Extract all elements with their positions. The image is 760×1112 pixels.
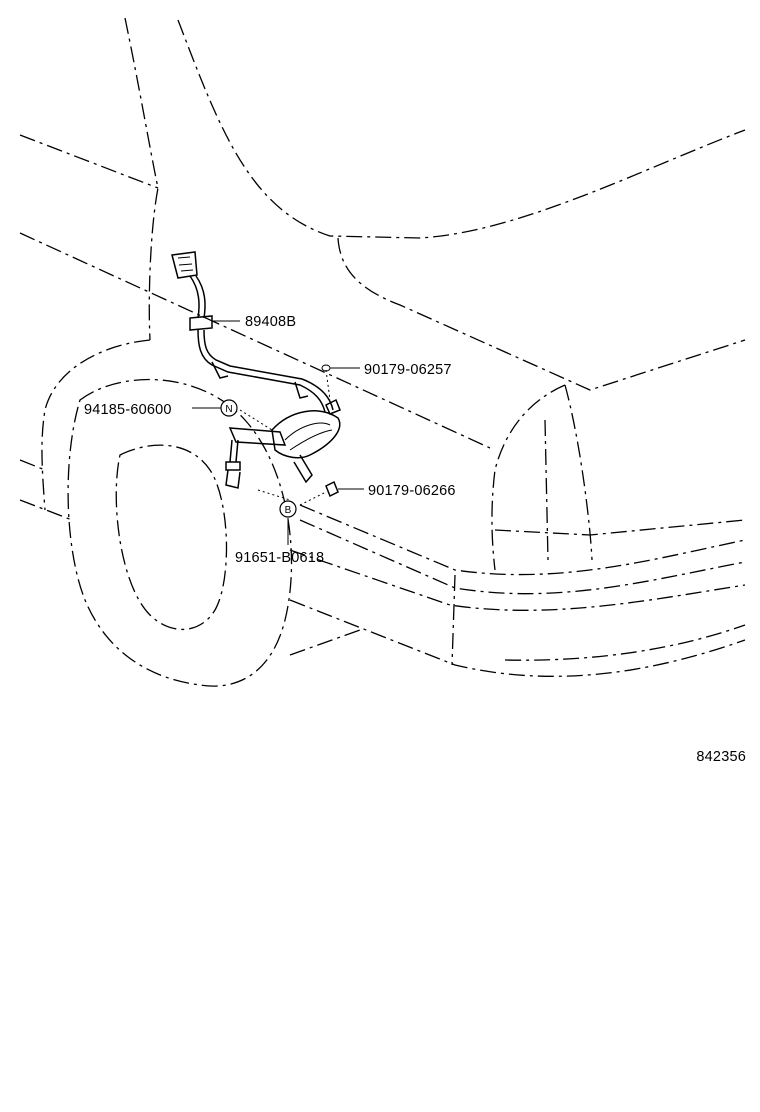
speed-sensor-assembly [171, 251, 341, 506]
badge-b: B [279, 500, 297, 518]
part-label-clip-upper: 90179-06257 [364, 362, 452, 378]
svg-text:N: N [225, 404, 232, 415]
callout-leaders [192, 320, 364, 545]
badge-n: N [220, 399, 238, 417]
part-label-grommet: 94185-60600 [84, 402, 172, 418]
part-label-clip-lower: 90179-06266 [368, 483, 456, 499]
figure-number: 842356 [696, 749, 746, 765]
vehicle-body-outline [19, 17, 746, 687]
part-label-sensor: 89408B [245, 314, 296, 330]
part-label-bolt: 91651-B0618 [235, 550, 324, 566]
svg-text:B: B [285, 505, 292, 516]
